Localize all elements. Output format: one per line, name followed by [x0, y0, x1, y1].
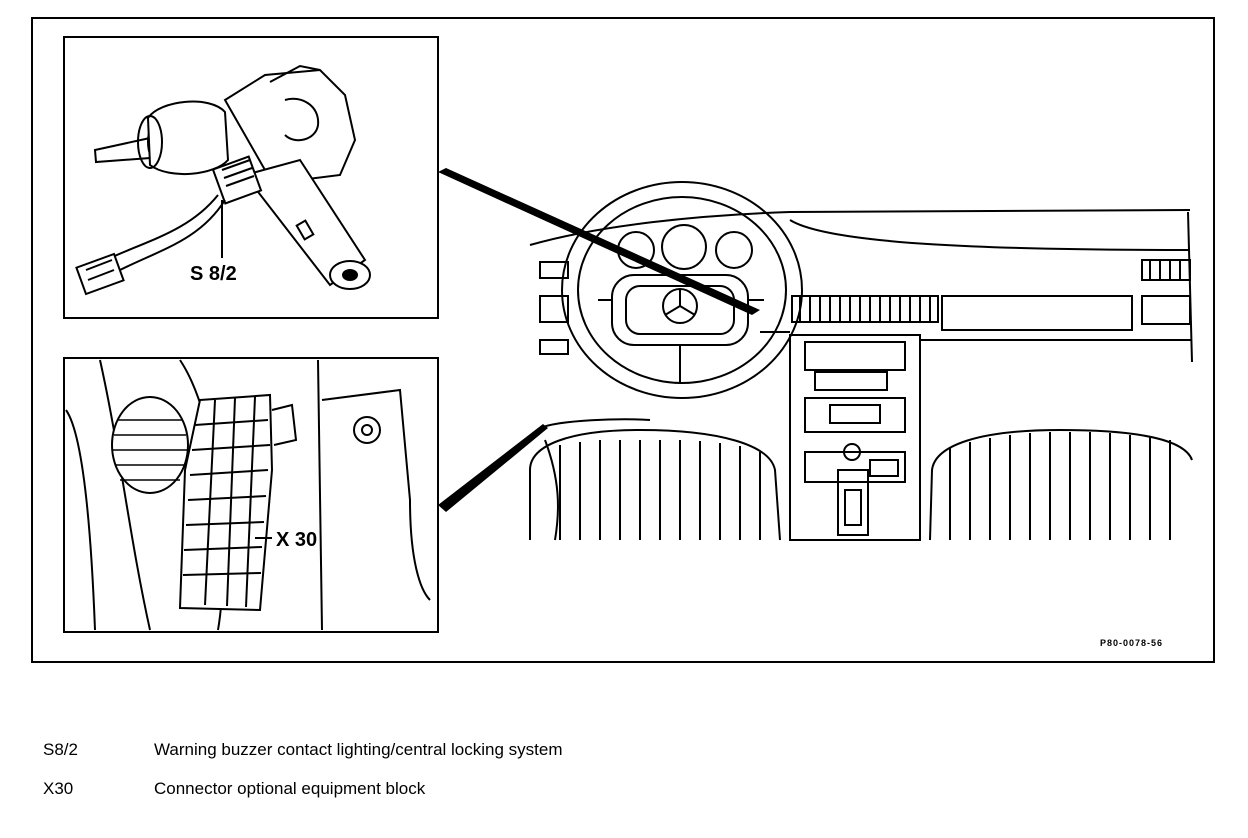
dashboard-diagram: S 8/2 X 30 — [31, 17, 1215, 663]
figure-code: P80-0078-56 — [1100, 638, 1163, 648]
legend-code: X30 — [43, 779, 74, 798]
inset-top-label: S 8/2 — [190, 263, 237, 285]
inset-bottom-label: X 30 — [276, 529, 317, 551]
pointer-top — [438, 168, 760, 315]
legend-description: Connector optional equipment block — [154, 779, 426, 798]
right-seat — [929, 428, 1193, 541]
legend-description: Warning buzzer contact lighting/central … — [154, 740, 563, 759]
legend-item: X30 Connector optional equipment block — [0, 780, 700, 800]
dashboard-drawing — [529, 181, 1193, 541]
pointer-bottom — [438, 424, 548, 512]
legend-item: S8/2 Warning buzzer contact lighting/cen… — [0, 741, 700, 781]
left-seat — [529, 428, 781, 541]
inset-ignition-switch: S 8/2 — [63, 36, 439, 319]
figure-frame — [31, 17, 1215, 663]
steering-wheel — [561, 181, 803, 399]
inset-connector-block: X 30 — [63, 357, 439, 633]
legend-code: S8/2 — [43, 740, 78, 759]
